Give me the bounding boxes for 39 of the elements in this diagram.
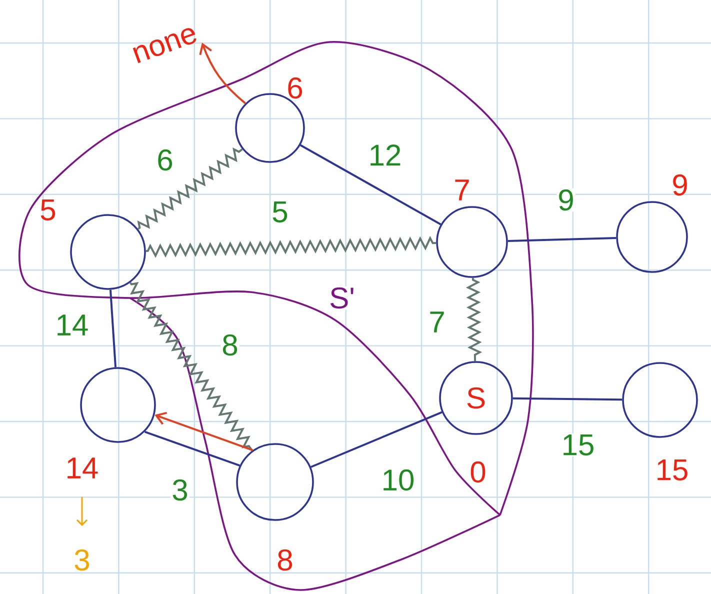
node-circle <box>622 362 698 438</box>
wavy-edge <box>130 282 253 452</box>
edge-label: 3 <box>170 478 190 502</box>
edge-line <box>508 237 616 242</box>
node-circle <box>70 214 146 290</box>
node-value: 6 <box>288 77 302 99</box>
edge-label: 7 <box>428 310 446 334</box>
edge-label: 15 <box>560 434 596 456</box>
node-circle <box>236 443 314 521</box>
arrow <box>199 42 246 104</box>
edge-label: 12 <box>367 144 403 166</box>
edge-line <box>144 430 240 467</box>
edge-label: 14 <box>54 314 90 336</box>
edge-label: 6 <box>156 148 174 172</box>
edge-line <box>512 397 622 401</box>
node-circle <box>80 367 156 443</box>
edge-line <box>310 411 442 468</box>
edge-label: 5 <box>270 200 290 224</box>
edge-line <box>300 144 442 226</box>
node-value: 14 <box>68 458 98 478</box>
edge-line <box>109 290 117 368</box>
node-value: 7 <box>455 180 469 200</box>
node-circle <box>436 206 508 278</box>
note-text: none <box>132 28 196 64</box>
wavy-edge <box>145 236 437 258</box>
edge-label: 10 <box>380 468 416 492</box>
arrow <box>154 412 254 452</box>
node-value: 8 <box>278 549 292 571</box>
set-label: S' <box>328 286 356 310</box>
node-value: 5 <box>40 200 56 220</box>
node-value: 0 <box>470 461 486 483</box>
node-value: 9 <box>673 174 687 196</box>
node-value: 15 <box>658 460 688 480</box>
wavy-edge <box>137 148 243 230</box>
node-value: 3 <box>74 549 90 571</box>
edge-label: 9 <box>556 188 576 212</box>
node-circle <box>616 201 688 273</box>
wavy-edge <box>466 278 482 362</box>
edge-label: 8 <box>220 333 240 357</box>
